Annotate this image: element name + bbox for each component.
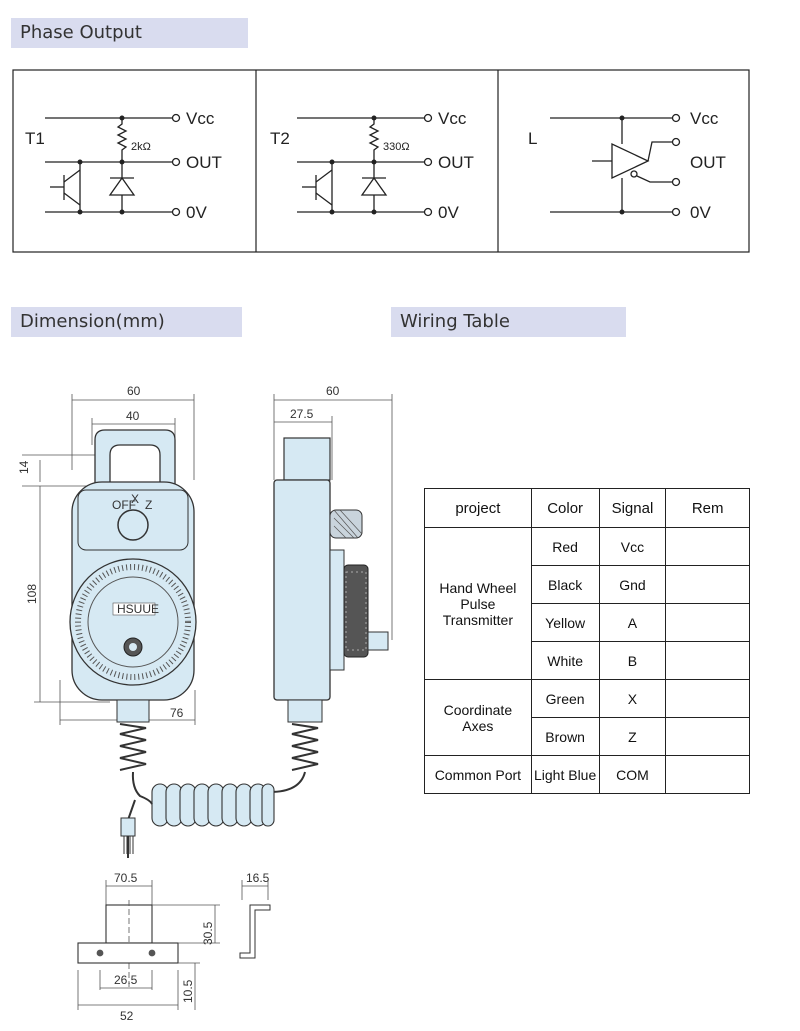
color-cell: Light Blue — [530, 755, 600, 794]
dim-bracket-total: 52 — [120, 1009, 134, 1023]
color-cell: Red — [530, 527, 600, 566]
wiring-table: project Color Signal Rem Hand Wheel Puls… — [424, 488, 750, 794]
header-signal: Signal — [598, 488, 667, 528]
dimension-heading: Dimension(mm) — [11, 307, 242, 337]
color-cell: Yellow — [530, 603, 600, 642]
rem-cell — [665, 755, 750, 794]
table-row: Yellow A — [425, 603, 750, 642]
dim-handle-height: 14 — [17, 460, 31, 474]
phase-output-heading: Phase Output — [11, 18, 248, 48]
l-vcc-label: Vcc — [690, 109, 719, 128]
color-cell: Brown — [530, 717, 600, 756]
t2-circuit — [297, 113, 433, 217]
bracket-drawing — [77, 880, 271, 1010]
rem-cell — [665, 603, 750, 642]
dim-handle-width: 40 — [126, 409, 140, 423]
signal-cell: Vcc — [598, 527, 667, 566]
t2-vcc-label: Vcc — [438, 109, 467, 128]
front-view: OFF X Z HSUUE — [69, 429, 197, 771]
hand-wheel-group-label: Hand Wheel Pulse Transmitter — [424, 527, 532, 680]
t2-0v-label: 0V — [438, 203, 459, 222]
dimension-drawing: 60 40 14 108 76 60 27.5 OFF X Z HSUUE — [17, 384, 393, 1023]
dim-bracket-top: 70.5 — [114, 871, 138, 885]
coiled-cable — [151, 783, 275, 827]
rem-cell — [665, 527, 750, 566]
signal-cell: Gnd — [598, 565, 667, 604]
dim-bracket-side: 16.5 — [246, 871, 270, 885]
wiring-table-heading: Wiring Table — [391, 307, 626, 337]
l-label: L — [528, 129, 537, 148]
dim-bracket-inner: 26.5 — [114, 973, 138, 987]
table-header-row: project Color Signal Rem — [424, 488, 750, 528]
common-group-label: Common Port — [424, 755, 532, 794]
switch-z-label: Z — [145, 498, 152, 512]
l-0v-label: 0V — [690, 203, 711, 222]
side-view — [269, 437, 389, 793]
color-cell: Green — [530, 679, 600, 718]
t1-label: T1 — [25, 129, 45, 148]
dim-side-body: 27.5 — [290, 407, 314, 421]
rem-cell — [665, 641, 750, 680]
table-row: Coordinate Axes Green X — [424, 679, 750, 756]
t1-0v-label: 0V — [186, 203, 207, 222]
signal-cell: COM — [598, 755, 667, 794]
signal-cell: Z — [598, 717, 667, 756]
l-circuit — [550, 113, 681, 217]
t1-vcc-label: Vcc — [186, 109, 215, 128]
signal-cell: A — [598, 603, 667, 642]
rem-cell — [665, 565, 750, 604]
rem-cell — [665, 679, 750, 718]
header-color: Color — [530, 488, 600, 528]
t2-resistor-label: 330Ω — [383, 141, 410, 153]
dim-bracket-height: 30.5 — [201, 921, 215, 945]
dim-front-width: 60 — [127, 384, 141, 398]
t1-circuit — [45, 113, 181, 217]
t1-out-label: OUT — [186, 153, 222, 172]
signal-cell: X — [598, 679, 667, 718]
phase-output-diagram: T1 2kΩ Vcc OUT 0V T2 330Ω Vcc OUT 0V — [12, 69, 750, 253]
rem-cell — [665, 717, 750, 756]
color-cell: White — [530, 641, 600, 680]
coordinate-group-label: Coordinate Axes — [424, 679, 532, 756]
t1-resistor-label: 2kΩ — [131, 141, 151, 153]
t2-out-label: OUT — [438, 153, 474, 172]
table-row: Hand Wheel Pulse Transmitter Red Vcc — [424, 527, 750, 680]
table-row: Brown Z — [425, 717, 750, 756]
l-out-label: OUT — [690, 153, 726, 172]
color-cell: Black — [530, 565, 600, 604]
dim-body-height: 108 — [25, 584, 39, 604]
signal-cell: B — [598, 641, 667, 680]
switch-x-label: X — [131, 492, 139, 506]
header-project: project — [424, 488, 532, 528]
dim-total-height: 76 — [170, 706, 184, 720]
dim-side-width: 60 — [326, 384, 340, 398]
t2-label: T2 — [270, 129, 290, 148]
brand-label: HSUUE — [117, 602, 159, 616]
switch-off-label: OFF — [112, 498, 136, 512]
table-row: Common Port Light Blue COM — [424, 755, 750, 794]
header-rem: Rem — [665, 488, 750, 528]
dim-bracket-base: 10.5 — [181, 979, 195, 1003]
